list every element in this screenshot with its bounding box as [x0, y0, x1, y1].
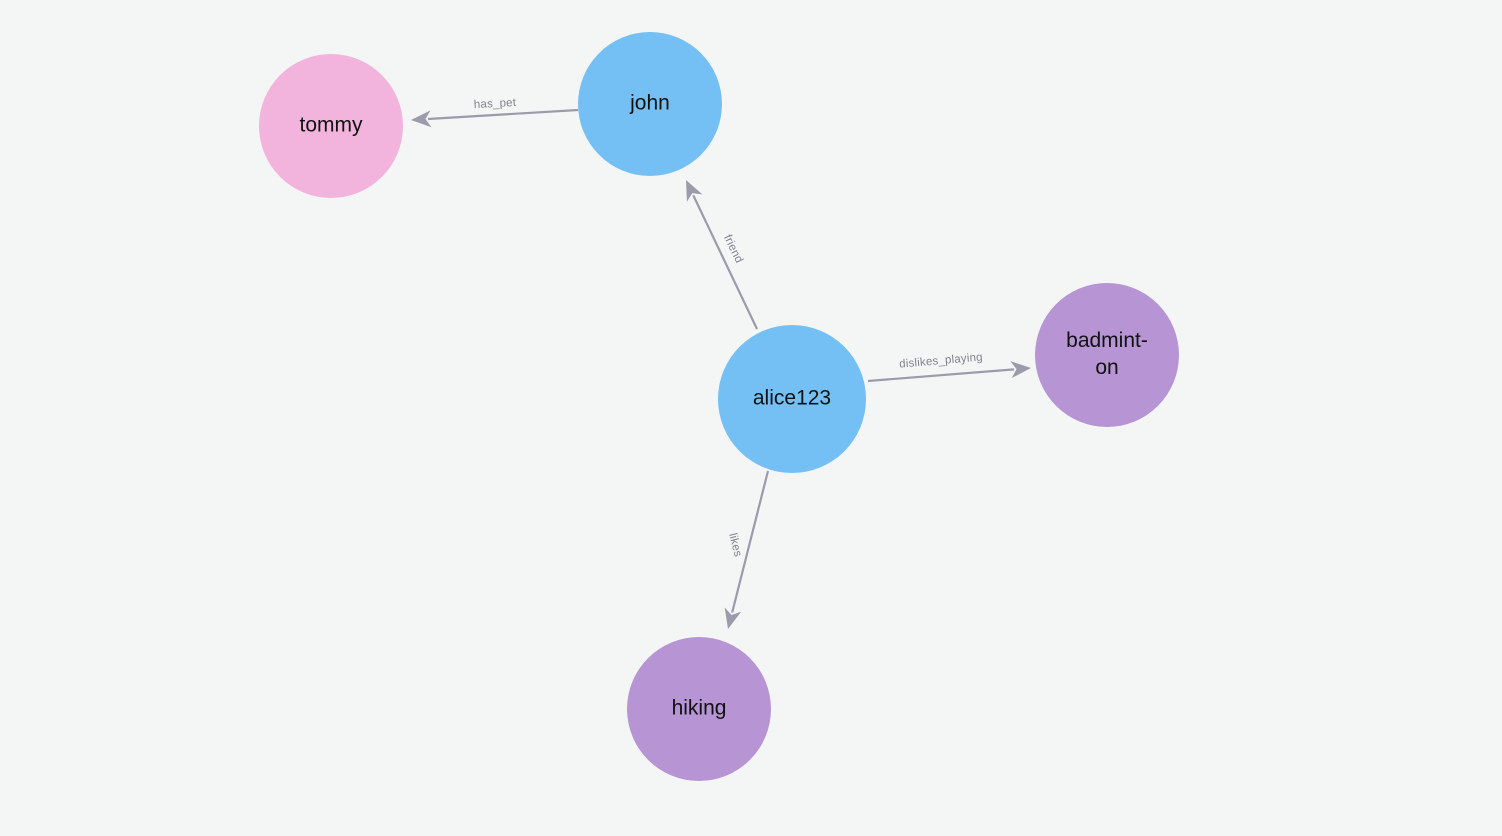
edge-arrowhead-icon — [724, 607, 742, 629]
node-circle[interactable] — [578, 32, 722, 176]
graph-node-hiking[interactable]: hiking — [627, 637, 771, 781]
graph-edge[interactable]: likes — [724, 470, 770, 629]
node-circle[interactable] — [259, 54, 403, 198]
graph-node-badminton[interactable]: badmint-on — [1035, 283, 1179, 427]
edge-line — [731, 470, 770, 613]
nodes-layer: tommy john alice123 badmint-on hiking — [259, 32, 1179, 781]
edge-line — [692, 194, 758, 330]
edge-line — [867, 368, 1015, 383]
graph-edge[interactable]: dislikes_playing — [867, 351, 1031, 383]
node-circle[interactable] — [1035, 283, 1179, 427]
edge-arrowhead-icon — [1010, 361, 1031, 379]
graph-node-john[interactable]: john — [578, 32, 722, 176]
edge-label: dislikes_playing — [899, 351, 983, 370]
node-circle[interactable] — [627, 637, 771, 781]
graph-edge[interactable]: friend — [686, 180, 758, 330]
graph-node-tommy[interactable]: tommy — [259, 54, 403, 198]
edge-line — [427, 108, 579, 121]
node-circle[interactable] — [718, 325, 866, 473]
edge-arrowhead-icon — [686, 180, 703, 202]
edge-label: likes — [726, 532, 743, 558]
edge-label: has_pet — [474, 97, 517, 111]
edge-arrowhead-icon — [411, 110, 432, 128]
graph-node-alice123[interactable]: alice123 — [718, 325, 866, 473]
graph-edge[interactable]: has_pet — [411, 97, 579, 128]
